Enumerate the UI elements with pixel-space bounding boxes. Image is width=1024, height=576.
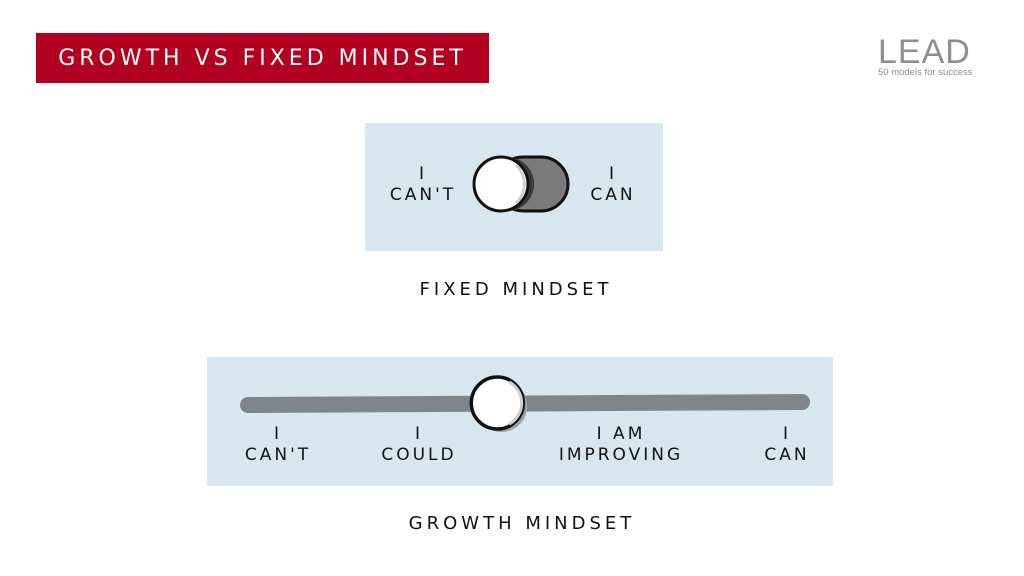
growth-stop-label: I AM IMPROVING: [553, 424, 689, 466]
slider-knob[interactable]: [469, 375, 526, 431]
growth-stop-bottom: CAN: [764, 445, 810, 465]
fixed-left-label: I CAN'T: [383, 164, 463, 206]
growth-stop-top: I: [414, 424, 423, 444]
lead-logo: LEAD 50 models for success: [878, 33, 988, 78]
growth-stop-bottom: CAN'T: [244, 445, 312, 465]
growth-stop-top: I AM: [596, 424, 646, 444]
fixed-left-label-top: I: [418, 164, 427, 184]
fixed-mindset-caption: FIXED MINDSET: [419, 279, 613, 300]
fixed-mindset-toggle[interactable]: [470, 152, 574, 218]
growth-stop-top: I: [273, 424, 282, 444]
growth-stop-bottom: COULD: [381, 445, 457, 465]
page-title: GROWTH VS FIXED MINDSET: [58, 45, 467, 71]
growth-stop-label: I COULD: [376, 424, 462, 466]
fixed-right-label: I CAN: [578, 164, 648, 206]
title-banner: GROWTH VS FIXED MINDSET: [36, 33, 489, 83]
logo-wordmark: LEAD: [878, 33, 971, 71]
logo-tagline: 50 models for success: [878, 67, 973, 78]
fixed-left-label-bottom: CAN'T: [389, 185, 457, 205]
growth-stop-label: I CAN'T: [236, 424, 320, 466]
growth-mindset-caption: GROWTH MINDSET: [408, 513, 636, 534]
fixed-right-label-top: I: [608, 164, 617, 184]
fixed-right-label-bottom: CAN: [590, 185, 636, 205]
growth-stop-top: I: [782, 424, 791, 444]
growth-mindset-slider[interactable]: [207, 357, 833, 486]
growth-stop-label: I CAN: [752, 424, 822, 466]
toggle-knob[interactable]: [472, 155, 530, 213]
growth-stop-bottom: IMPROVING: [558, 445, 684, 465]
